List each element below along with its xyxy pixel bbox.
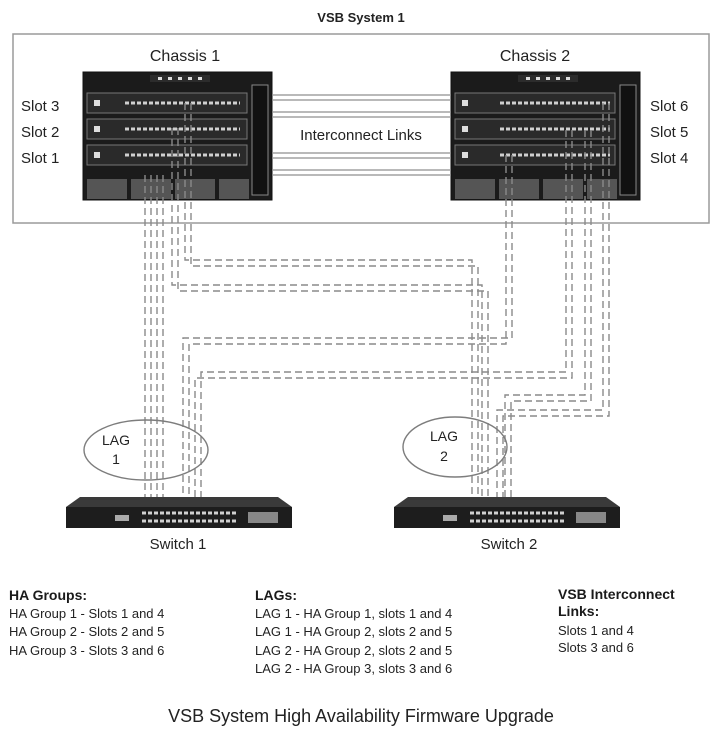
lag-1-label: LAG <box>102 432 130 448</box>
switch-2 <box>394 497 620 528</box>
slot-3-label: Slot 3 <box>21 98 59 115</box>
ha-groups-heading: HA Groups: <box>9 587 88 603</box>
legend-lags: LAGs: LAG 1 - HA Group 1, slots 1 and 4 … <box>255 586 452 679</box>
slot-6-label: Slot 6 <box>650 98 688 115</box>
vsb-system-frame <box>12 33 710 224</box>
slot-5-label: Slot 5 <box>650 124 688 141</box>
legend-ha-groups: HA Groups: HA Group 1 - Slots 1 and 4 HA… <box>9 586 164 660</box>
ha-group-item: HA Group 1 - Slots 1 and 4 <box>9 605 165 621</box>
dashed-cabling <box>144 103 610 505</box>
lag-item: LAG 2 - HA Group 3, slots 3 and 6 <box>255 661 453 676</box>
interconnect-item: Slots 1 and 4 <box>558 623 634 638</box>
lag-item: LAG 1 - HA Group 1, slots 1 and 4 <box>255 605 453 621</box>
chassis-2 <box>450 71 641 201</box>
interconnect-heading-line1: VSB Interconnect <box>558 586 675 602</box>
interconnect-links-label: Interconnect Links <box>300 127 422 144</box>
lag-item: LAG 1 - HA Group 2, slots 2 and 5 <box>255 624 453 639</box>
ha-group-item: HA Group 2 - Slots 2 and 5 <box>9 624 165 639</box>
chassis-1-label: Chassis 1 <box>150 48 220 65</box>
lag-item: LAG 2 - HA Group 2, slots 2 and 5 <box>255 642 453 658</box>
chassis-1 <box>82 71 273 201</box>
lag-2-ellipse <box>402 416 508 478</box>
slot-2-label: Slot 2 <box>21 124 59 141</box>
switch-2-label: Switch 2 <box>481 536 538 553</box>
lag-1-ellipse <box>83 419 209 481</box>
lags-heading: LAGs: <box>255 587 297 603</box>
interconnect-heading-line2: Links: <box>558 603 600 619</box>
switch-1-label: Switch 1 <box>150 536 207 553</box>
lag-1-number: 1 <box>112 451 120 467</box>
chassis-2-label: Chassis 2 <box>500 48 570 65</box>
ha-group-item: HA Group 3 - Slots 3 and 6 <box>9 642 165 658</box>
interconnect-item: Slots 3 and 6 <box>558 640 634 655</box>
legend-interconnect: VSB Interconnect Links: Slots 1 and 4 Sl… <box>558 586 675 656</box>
lag-2-number: 2 <box>440 448 448 464</box>
vsb-system-title: VSB System 1 <box>317 10 404 25</box>
switch-1 <box>66 497 292 528</box>
lag-2-label: LAG <box>430 428 458 444</box>
slot-4-label: Slot 4 <box>650 150 688 167</box>
slot-1-label: Slot 1 <box>21 150 59 167</box>
diagram-caption: VSB System High Availability Firmware Up… <box>168 706 554 726</box>
interconnect-links <box>272 94 451 176</box>
